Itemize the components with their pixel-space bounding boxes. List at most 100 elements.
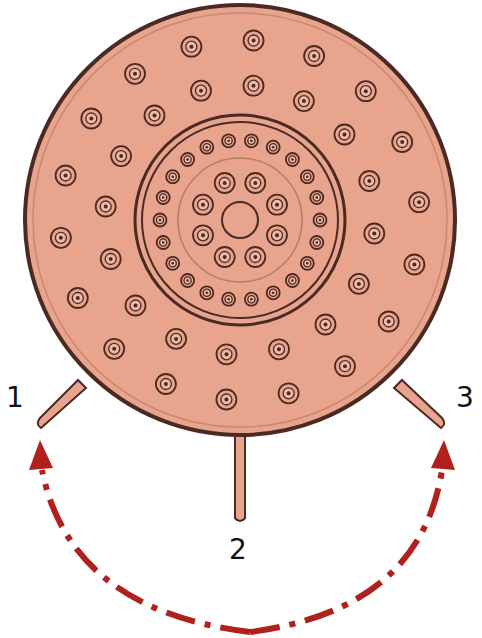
nozzle	[286, 274, 299, 287]
nozzle	[304, 46, 324, 66]
nozzle	[294, 91, 314, 111]
nozzle	[171, 262, 174, 265]
nozzle	[250, 252, 261, 263]
nozzle	[283, 388, 294, 399]
nozzle	[248, 296, 255, 303]
nozzle	[267, 141, 280, 154]
nozzle	[134, 304, 138, 308]
nozzle	[189, 45, 193, 49]
nozzle	[306, 262, 309, 265]
nozzle	[369, 228, 380, 239]
face-inner-rim	[33, 13, 447, 427]
nozzle	[201, 203, 205, 207]
nozzle	[250, 178, 261, 189]
nozzle	[291, 158, 294, 161]
nozzle	[245, 134, 258, 147]
nozzle	[166, 257, 179, 270]
nozzle	[364, 89, 368, 93]
nozzle	[287, 391, 291, 395]
nozzle	[272, 230, 283, 241]
nozzle	[367, 179, 371, 183]
nozzle	[149, 110, 160, 121]
nozzle	[349, 274, 369, 294]
nozzle	[316, 241, 319, 244]
nozzle	[109, 257, 113, 261]
arrow-heads	[29, 440, 455, 470]
nozzle	[272, 146, 275, 149]
center-hub	[222, 202, 258, 238]
nozzle	[201, 233, 205, 237]
nozzle	[198, 199, 209, 210]
nozzle	[274, 344, 285, 355]
nozzle	[145, 106, 165, 126]
nozzle	[186, 41, 197, 52]
nozzle	[409, 192, 429, 212]
nozzle	[245, 247, 265, 267]
nozzle	[154, 214, 167, 227]
nozzle	[160, 239, 167, 246]
nozzle	[335, 356, 355, 376]
nozzle	[156, 374, 176, 394]
nozzle	[316, 315, 336, 335]
nozzle	[64, 174, 68, 178]
rotation-arrow	[42, 470, 442, 632]
nozzle	[225, 352, 229, 356]
nozzle	[105, 254, 116, 265]
shower-face	[25, 5, 455, 435]
nozzle	[312, 54, 316, 58]
nozzle	[217, 344, 237, 364]
nozzle	[157, 236, 170, 249]
nozzle	[343, 133, 347, 137]
nozzle	[289, 277, 296, 284]
nozzle	[253, 255, 257, 259]
nozzle	[119, 154, 123, 158]
nozzle	[89, 117, 93, 121]
nozzle	[244, 76, 264, 96]
nozzle	[100, 201, 111, 212]
nozzle	[343, 364, 347, 368]
nozzle	[309, 51, 320, 62]
nozzle	[320, 319, 331, 330]
nozzle	[227, 298, 230, 301]
nozzle	[364, 224, 384, 244]
nozzle	[360, 86, 371, 97]
nozzle	[306, 175, 309, 178]
nozzle	[206, 146, 209, 149]
nozzle	[248, 35, 259, 46]
nozzle	[171, 333, 182, 344]
nozzle	[55, 232, 66, 243]
nozzle	[160, 194, 167, 201]
nozzle	[156, 216, 163, 223]
nozzle	[316, 216, 323, 223]
nozzle	[200, 141, 213, 154]
center-ring-inner	[142, 122, 338, 318]
nozzle	[244, 31, 264, 51]
nozzle	[356, 81, 376, 101]
nozzle	[130, 68, 141, 79]
nozzle	[279, 383, 299, 403]
nozzle	[298, 96, 309, 107]
nozzle	[313, 194, 320, 201]
nozzle	[364, 176, 375, 187]
nozzle	[339, 129, 350, 140]
nozzle	[181, 274, 194, 287]
nozzle	[272, 199, 283, 210]
nozzle	[269, 339, 289, 359]
nozzle	[219, 178, 230, 189]
nozzle	[157, 191, 170, 204]
nozzle	[200, 286, 213, 299]
nozzle	[245, 173, 265, 193]
nozzle	[81, 109, 101, 129]
nozzle	[267, 225, 287, 245]
nozzle	[216, 390, 236, 410]
nozzle	[291, 279, 294, 282]
nozzle	[224, 398, 228, 402]
nozzle	[275, 233, 279, 237]
nozzle	[225, 137, 232, 144]
nozzle	[412, 263, 416, 267]
nozzle	[153, 114, 157, 118]
nozzle	[314, 214, 327, 227]
nozzle	[252, 39, 256, 43]
nozzle	[215, 173, 235, 193]
center-ring-outer	[135, 115, 345, 325]
